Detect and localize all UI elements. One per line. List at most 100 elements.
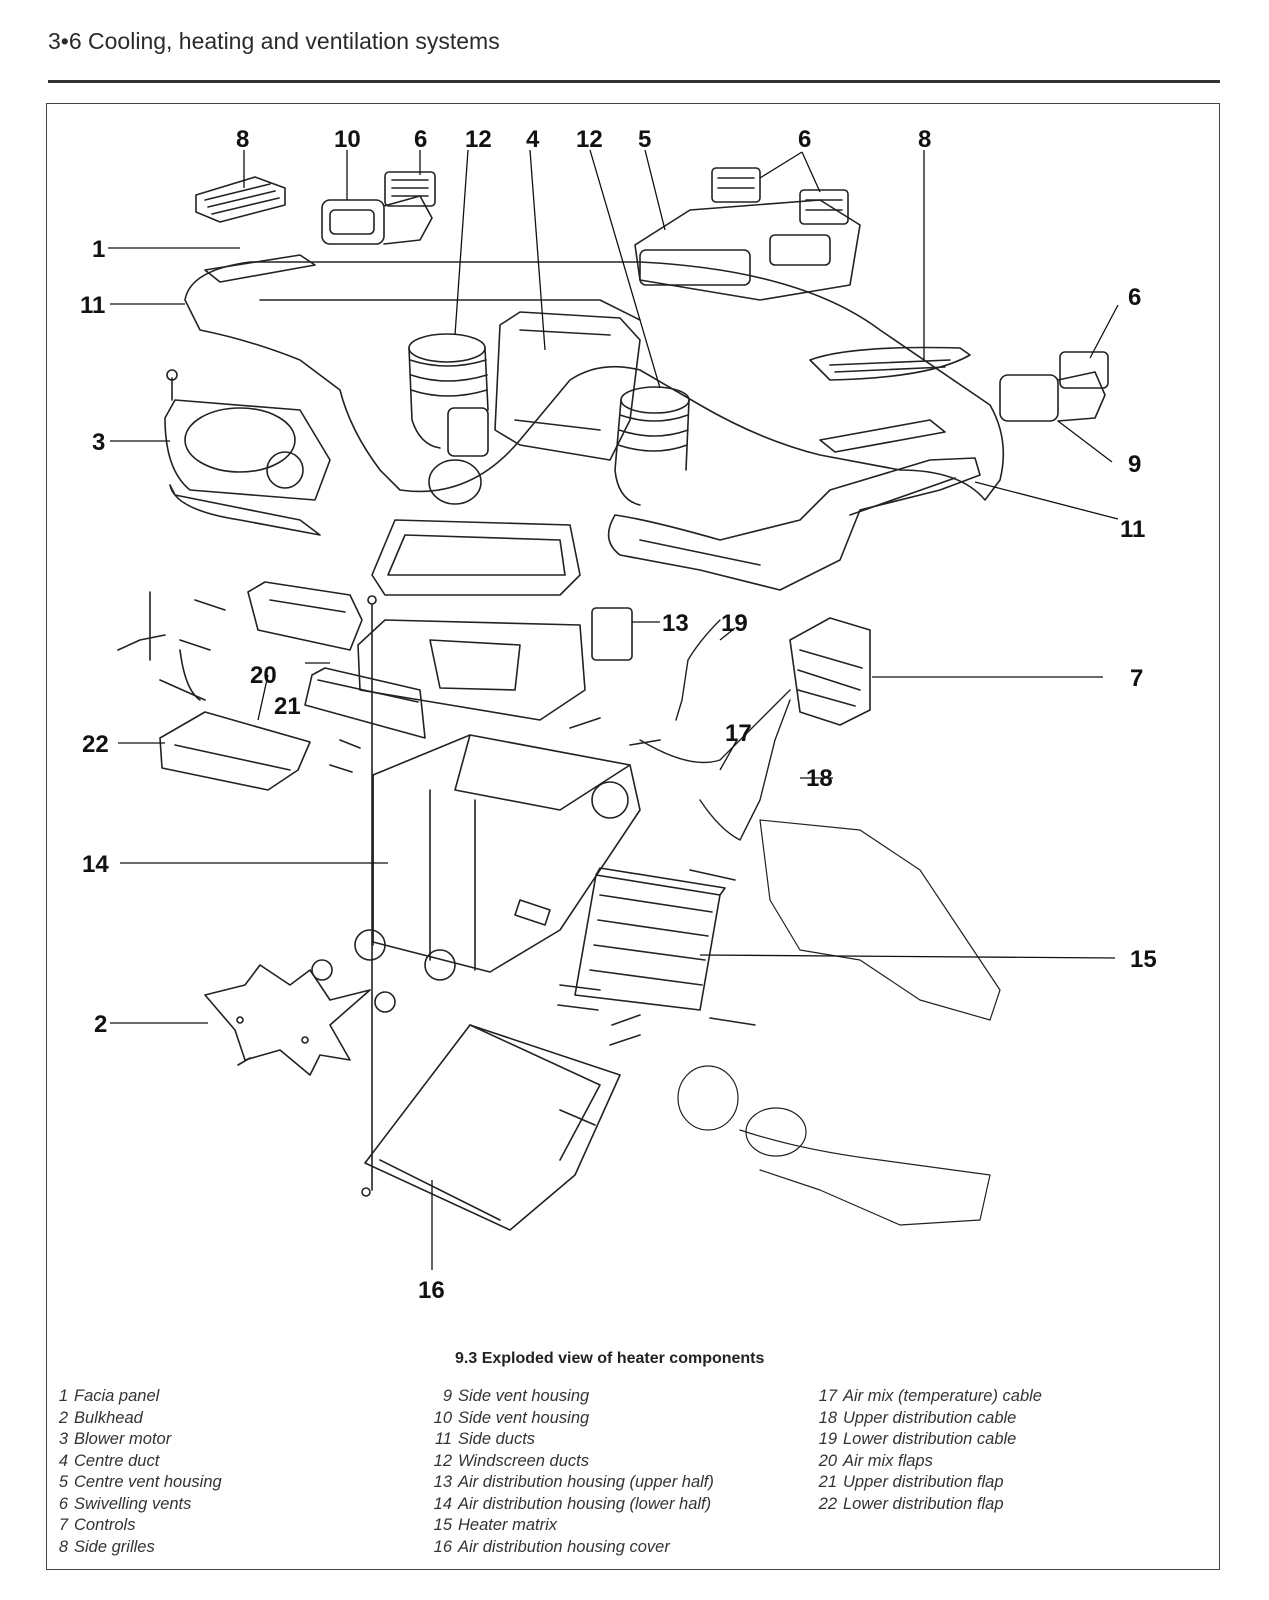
legend-label: Air distribution housing (lower half) [458,1494,712,1513]
legend-num: 5 [58,1473,68,1491]
legend-label: Windscreen ducts [458,1451,589,1470]
legend-label: Upper distribution cable [843,1408,1017,1427]
callout-6-right: 6 [1128,284,1141,311]
callout-15: 15 [1130,946,1157,973]
legend-num: 7 [58,1516,68,1534]
callout-2: 2 [94,1011,107,1038]
figure-caption: 9.3 Exploded view of heater components [455,1350,765,1367]
side-vent-housing-10 [321,195,433,245]
swivelling-vents-right [711,167,849,225]
windscreen-duct-left [408,333,489,505]
legend-label: Bulkhead [74,1408,143,1427]
callout-8-left: 8 [236,126,249,153]
air-distribution-housing-cover [364,1024,621,1231]
swivelling-vent-left [384,171,436,207]
legend-item: 14 Air distribution housing (lower half) [432,1494,714,1516]
legend-item: 22 Lower distribution flap [817,1494,1042,1516]
legend-item: 15 Heater matrix [432,1515,714,1537]
callout-14: 14 [82,851,109,878]
legend-num: 18 [818,1408,837,1427]
callout-6-left: 6 [414,126,427,153]
legend-item: 11 Side ducts [432,1429,714,1451]
legend-item: 9 Side vent housing [432,1386,714,1408]
legend-item: 17 Air mix (temperature) cable [817,1386,1042,1408]
side-grille-right [809,346,971,381]
callout-22: 22 [82,731,109,758]
flap-linkages [117,591,661,773]
legend-num: 19 [818,1430,837,1448]
callout-19: 19 [721,610,748,637]
legend-num: 3 [58,1430,68,1448]
callout-11-left: 11 [80,292,105,319]
legend-num: 11 [434,1430,452,1448]
legend-label: Lower distribution cable [843,1430,1017,1448]
callout-16: 16 [418,1277,445,1304]
control-cables [639,619,791,841]
legend-label: Centre duct [74,1451,160,1470]
legend-column-2: 9 Side vent housing 10 Side vent housing 1… [432,1386,714,1558]
side-grille-left [195,176,286,223]
legend-num: 8 [58,1537,68,1556]
legend-label: Heater matrix [458,1516,558,1534]
callout-1: 1 [92,236,105,263]
legend-num: 12 [433,1451,452,1470]
legend-item: 4 Centre duct [48,1451,222,1473]
facia-panel [184,254,1005,501]
legend-num: 10 [433,1408,452,1427]
legend-num: 14 [433,1494,452,1513]
legend-label: Lower distribution flap [843,1494,1004,1513]
legend-num: 6 [58,1494,68,1513]
air-distribution-housing-lower [354,734,641,981]
legend-num: 13 [433,1473,452,1491]
callout-6-centre: 6 [798,126,811,153]
legend-label: Side ducts [458,1430,536,1448]
legend-num: 20 [818,1451,837,1470]
legend-label: Air distribution housing (upper half) [458,1473,714,1491]
side-duct-right [607,457,981,591]
legend-item: 13 Air distribution housing (upper half) [432,1472,714,1494]
heater-matrix [557,867,756,1046]
legend-label: Facia panel [74,1387,160,1405]
legend-column-3: 17 Air mix (temperature) cable 18 Upper di… [817,1386,1042,1515]
page-title: 3•6 Cooling, heating and ventilation sys… [48,28,500,54]
legend-label: Side vent housing [458,1387,590,1405]
legend-num: 9 [442,1387,452,1405]
centre-duct [494,311,641,461]
legend-num: 17 [818,1387,837,1405]
legend-item: 19 Lower distribution cable [817,1429,1042,1451]
legend-num: 1 [58,1387,68,1405]
legend-label: Centre vent housing [74,1473,222,1491]
legend-label: Blower motor [74,1430,172,1448]
air-mix-flap [247,581,363,651]
legend-item: 18 Upper distribution cable [817,1408,1042,1430]
legend-num: 22 [818,1494,837,1513]
callout-4: 4 [526,126,540,153]
centre-vent-housing [634,199,861,301]
legend-num: 21 [818,1473,837,1491]
callout-18: 18 [806,765,833,792]
callout-10: 10 [334,126,361,153]
callout-21: 21 [274,693,301,720]
callout-labels: 8 10 6 12 4 12 5 6 8 1 11 6 3 9 11 13 19… [80,126,1157,1304]
legend-item: 1 Facia panel [48,1386,222,1408]
fixings [361,595,377,1197]
legend-num: 15 [433,1516,452,1534]
bulkhead [204,959,396,1076]
callout-13: 13 [662,610,689,637]
callout-9: 9 [1128,451,1141,478]
callout-7: 7 [1130,665,1143,692]
lower-distribution-flap [159,711,311,791]
legend-label: Air mix (temperature) cable [843,1387,1042,1405]
windscreen-duct-right [614,386,690,506]
legend-num: 4 [58,1451,68,1470]
floor-ducts [677,819,1001,1226]
